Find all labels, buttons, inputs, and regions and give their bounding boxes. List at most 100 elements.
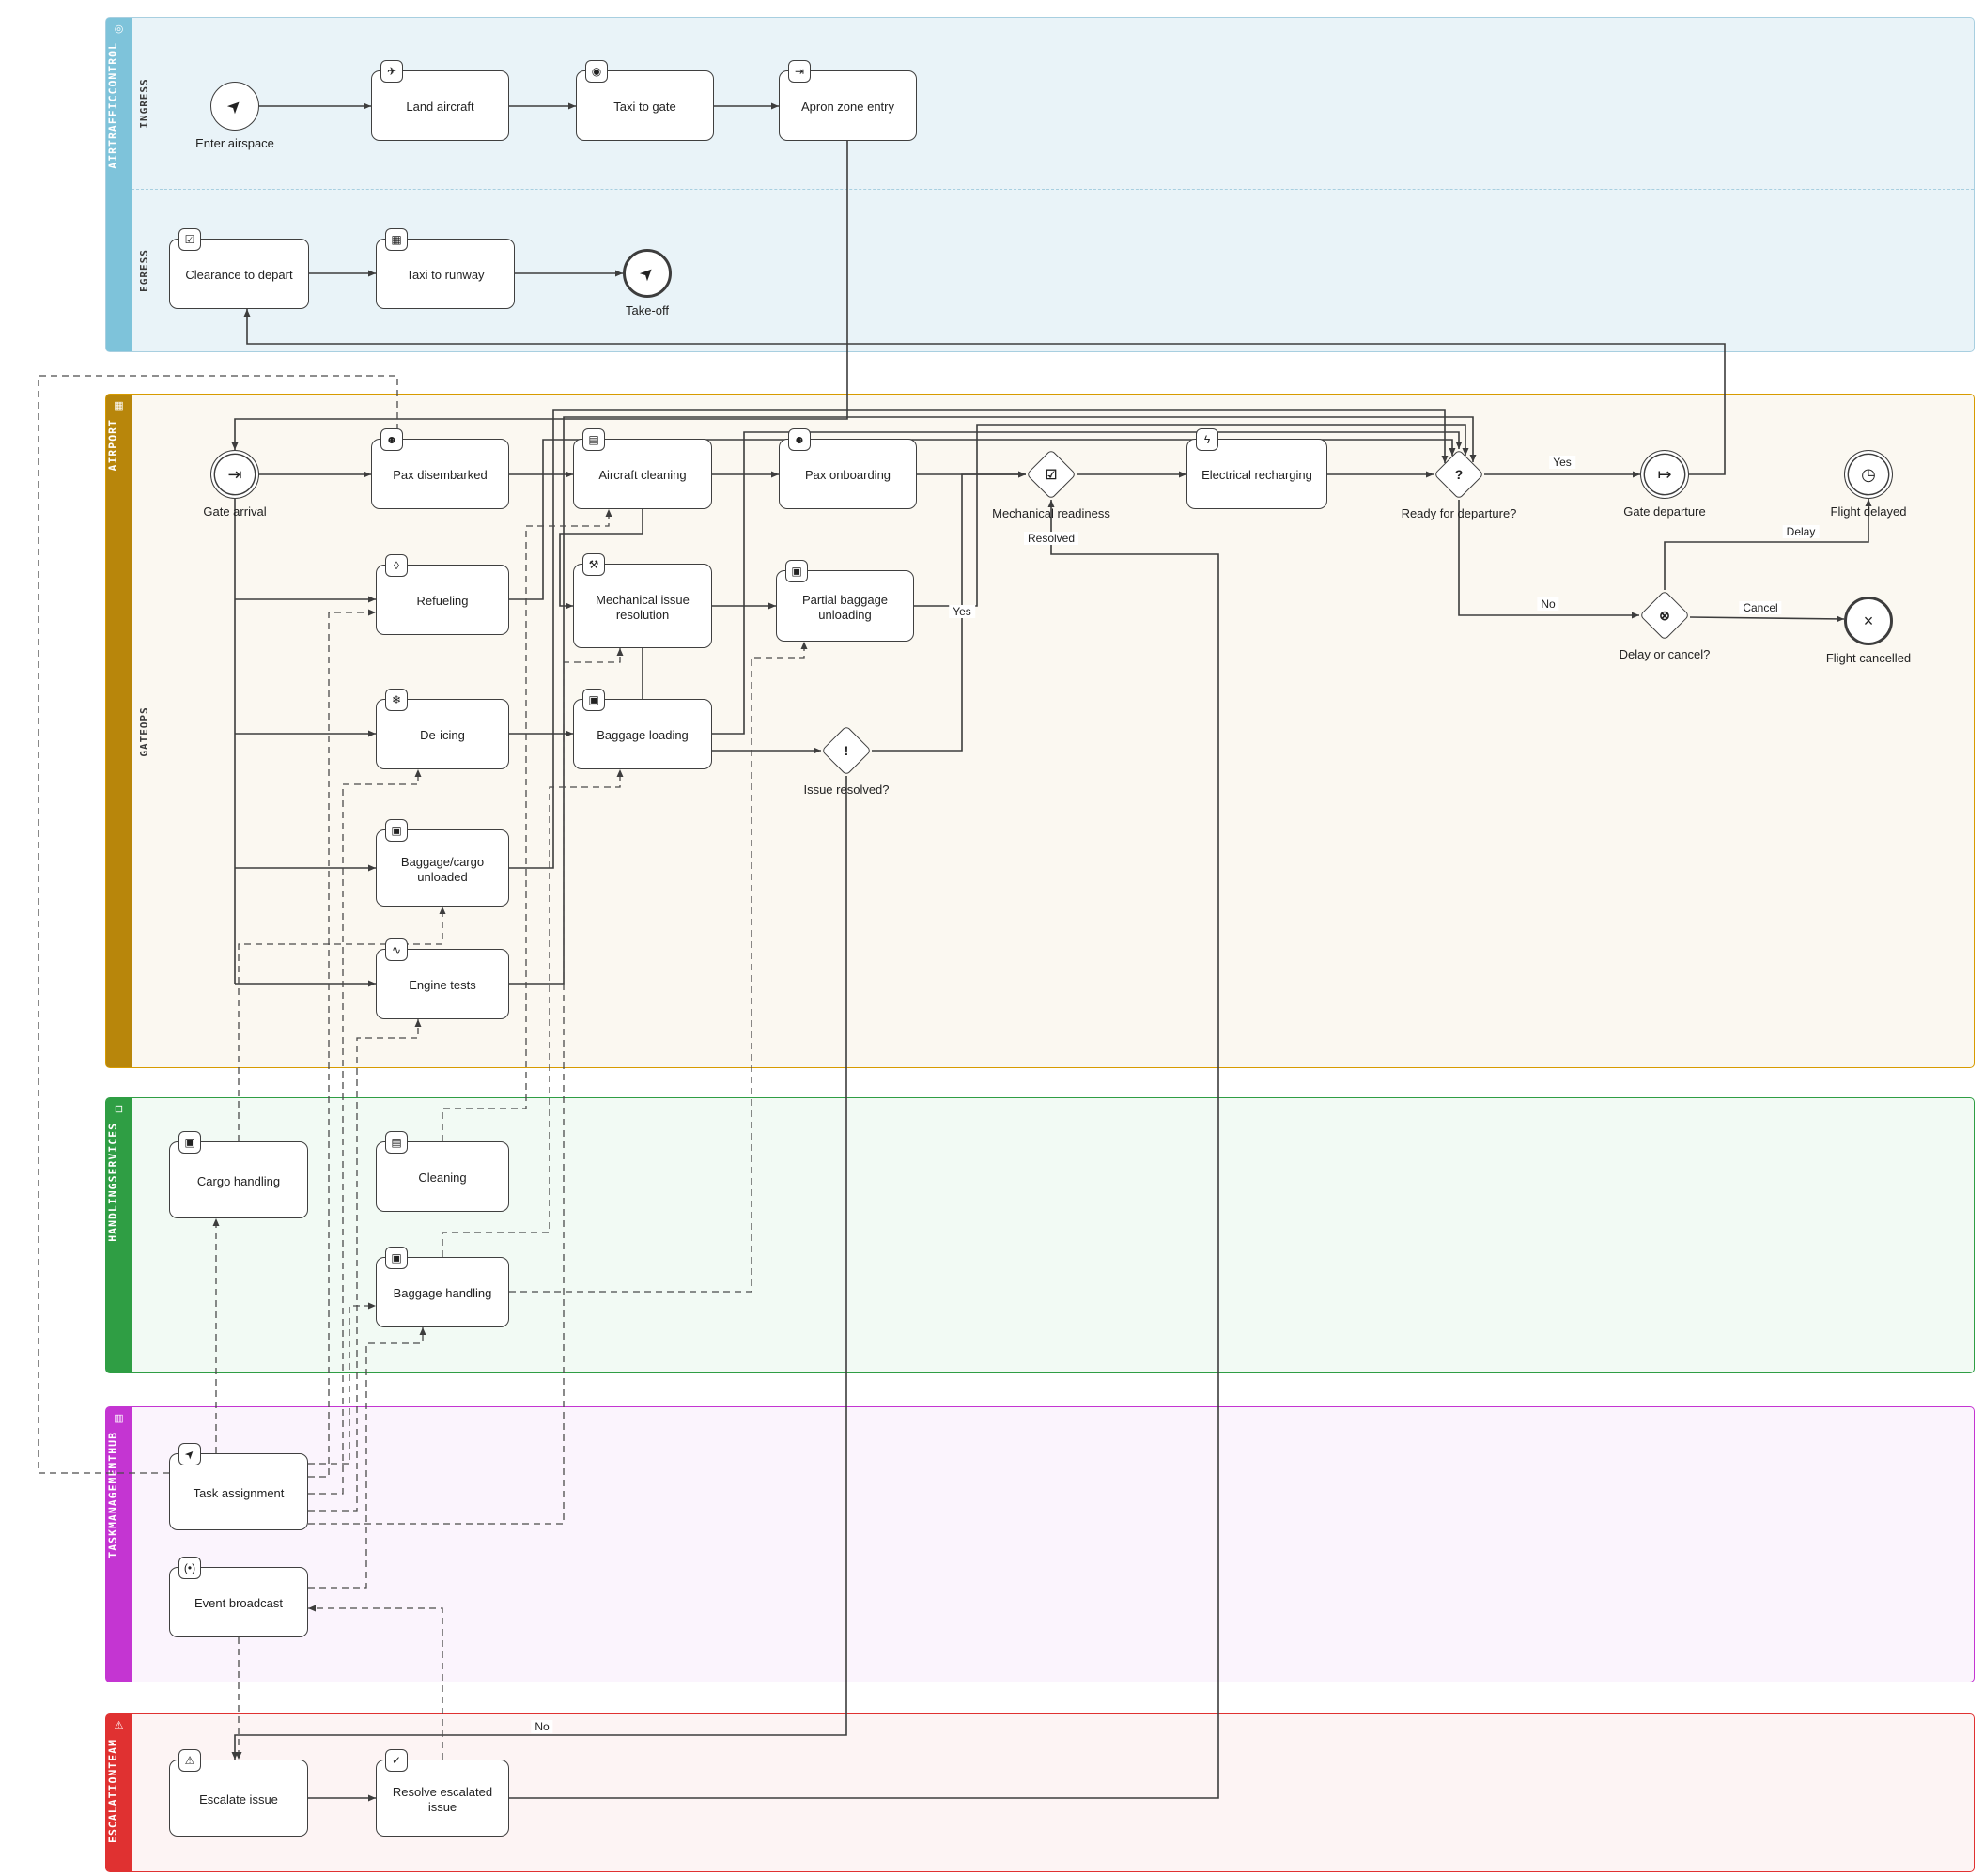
edge-label-23: No bbox=[531, 1720, 553, 1733]
task-label-escalate-issue: Escalate issue bbox=[199, 1791, 278, 1806]
check-icon: ✓ bbox=[385, 1749, 408, 1772]
event-label-gate-departure: Gate departure bbox=[1623, 504, 1706, 519]
task-mechanical-issue-resolution[interactable]: ⚒Mechanical issue resolution bbox=[573, 553, 712, 648]
task-pax-disembarked[interactable]: ☻Pax disembarked bbox=[371, 428, 509, 509]
gateway-label-mechanical-readiness: Mechanical readiness bbox=[992, 506, 1110, 520]
warning-icon: ⚠ bbox=[114, 1720, 124, 1731]
lane-label-ingress: INGRESS bbox=[138, 78, 150, 129]
task-pax-onboarding[interactable]: ☻Pax onboarding bbox=[779, 428, 917, 509]
event-flight-cancelled[interactable]: × bbox=[1844, 597, 1893, 645]
event-take-off[interactable]: ➤ bbox=[623, 249, 672, 298]
event-flight-delayed[interactable]: ◷ bbox=[1844, 450, 1893, 499]
task-partial-baggage-unloading[interactable]: ▣Partial baggage unloading bbox=[776, 560, 914, 642]
package-icon: ▣ bbox=[588, 693, 599, 706]
task-label-apron-zone-entry: Apron zone entry bbox=[800, 100, 894, 115]
cleaning-bin-icon: ▤ bbox=[391, 1136, 402, 1149]
event-enter-airspace[interactable]: ➤ bbox=[210, 82, 259, 131]
snowflake-icon: ❄ bbox=[385, 689, 408, 711]
task-label-clearance-to-depart: Clearance to depart bbox=[185, 268, 293, 283]
edge-label-18: Yes bbox=[1549, 456, 1575, 469]
pulse-icon: ∿ bbox=[391, 943, 402, 956]
task-cleaning[interactable]: ▤Cleaning bbox=[376, 1131, 509, 1212]
event-label-enter-airspace: Enter airspace bbox=[195, 136, 274, 150]
task-resolve-escalated-issue[interactable]: ✓Resolve escalated issue bbox=[376, 1749, 509, 1837]
battery-charge-icon: ϟ bbox=[1196, 428, 1218, 451]
package-icon: ▣ bbox=[791, 565, 802, 578]
check-square-icon: ☑ bbox=[1045, 466, 1058, 482]
snowflake-icon: ❄ bbox=[391, 693, 402, 706]
task-engine-tests[interactable]: ∿ Engine tests bbox=[376, 938, 509, 1019]
cancel-icon: × bbox=[1863, 612, 1874, 630]
plane-icon: ✈ bbox=[386, 65, 397, 78]
question-icon: ? bbox=[1454, 467, 1464, 482]
event-gate-arrival[interactable]: ⇥ bbox=[210, 450, 259, 499]
package-icon: ▣ bbox=[184, 1136, 195, 1149]
pool-label-handlingservices: HANDLINGSERVICES bbox=[106, 1123, 119, 1242]
check-square-icon: ☑ bbox=[184, 233, 195, 246]
broadcast-icon: (•) bbox=[183, 1561, 196, 1574]
task-event-broadcast[interactable]: (•)Event broadcast bbox=[169, 1557, 308, 1637]
edge-label-21: Cancel bbox=[1739, 601, 1782, 614]
event-gate-departure[interactable]: ↦ bbox=[1640, 450, 1689, 499]
battery-charge-icon: ϟ bbox=[1203, 433, 1211, 446]
gateway-label-delay-or-cancel: Delay or cancel? bbox=[1619, 647, 1711, 661]
event-label-flight-delayed: Flight delayed bbox=[1830, 504, 1907, 519]
event-label-flight-cancelled: Flight cancelled bbox=[1825, 651, 1912, 665]
wrench-icon: ⚒ bbox=[588, 558, 599, 571]
gateway-delay-or-cancel[interactable]: ⊗ bbox=[1639, 590, 1690, 641]
pool-taskmanagementhub[interactable]: ▥TASKMANAGEMENTHUB bbox=[105, 1406, 1975, 1682]
truck-icon: ⊟ bbox=[114, 1104, 124, 1115]
pool-band-escalationteam: ⚠ESCALATIONTEAM bbox=[106, 1714, 132, 1871]
gateway-mechanical-readiness[interactable]: ☑ bbox=[1026, 449, 1077, 500]
gateway-ready-for-departure[interactable]: ? bbox=[1434, 449, 1484, 500]
task-de-icing[interactable]: ❄De-icing bbox=[376, 689, 509, 769]
passenger-add-icon: ☻ bbox=[788, 428, 811, 451]
task-taxi-to-runway[interactable]: ▦Taxi to runway bbox=[376, 228, 515, 309]
task-land-aircraft[interactable]: ✈Land aircraft bbox=[371, 60, 509, 141]
radio-signal-icon: ◎ bbox=[114, 23, 124, 35]
exit-icon: ↦ bbox=[1657, 465, 1672, 484]
task-label-electrical-recharging: Electrical recharging bbox=[1201, 468, 1312, 483]
task-label-pax-disembarked: Pax disembarked bbox=[393, 468, 488, 483]
gateway-issue-resolved[interactable]: ! bbox=[821, 725, 872, 776]
package-icon: ▣ bbox=[385, 1247, 408, 1269]
task-label-taxi-to-runway: Taxi to runway bbox=[406, 268, 485, 283]
enter-zone-icon: ⇥ bbox=[227, 465, 242, 484]
task-label-refueling: Refueling bbox=[416, 594, 469, 609]
cancel-circle-icon: ⊗ bbox=[1659, 607, 1670, 623]
task-baggage-loading[interactable]: ▣ Baggage loading bbox=[573, 689, 712, 769]
task-task-assignment[interactable]: ➤Task assignment bbox=[169, 1443, 308, 1530]
task-label-taxi-to-gate: Taxi to gate bbox=[613, 100, 676, 115]
check-icon: ✓ bbox=[391, 1754, 402, 1767]
task-label-engine-tests: Engine tests bbox=[409, 978, 476, 993]
task-label-cargo-handling: Cargo handling bbox=[196, 1173, 281, 1188]
task-baggage-cargo-unloaded[interactable]: ▣Baggage/cargo unloaded bbox=[376, 819, 509, 907]
pool-label-taskmanagementhub: TASKMANAGEMENTHUB bbox=[106, 1432, 119, 1558]
wrench-icon: ⚒ bbox=[582, 553, 605, 576]
gateway-label-ready-for-departure: Ready for departure? bbox=[1401, 506, 1517, 520]
task-apron-zone-entry[interactable]: ⇥ Apron zone entry bbox=[779, 60, 917, 141]
task-taxi-to-gate[interactable]: ◉ Taxi to gate bbox=[576, 60, 714, 141]
lane-label-egress: EGRESS bbox=[138, 249, 150, 292]
lane-divider bbox=[132, 189, 1974, 190]
task-clearance-to-depart[interactable]: ☑ Clearance to depart bbox=[169, 228, 309, 309]
package-icon: ▣ bbox=[178, 1131, 201, 1154]
passenger-add-icon: ☻ bbox=[793, 433, 806, 446]
clock-icon: ◷ bbox=[1861, 465, 1876, 484]
task-label-baggage-handling: Baggage handling bbox=[393, 1286, 492, 1301]
task-label-baggage-cargo-unloaded: Baggage/cargo unloaded bbox=[400, 854, 485, 884]
task-baggage-handling[interactable]: ▣ Baggage handling bbox=[376, 1247, 509, 1327]
package-icon: ▣ bbox=[391, 1251, 402, 1264]
task-label-baggage-loading: Baggage loading bbox=[597, 728, 689, 743]
task-escalate-issue[interactable]: ⚠ Escalate issue bbox=[169, 1749, 308, 1837]
task-cargo-handling[interactable]: ▣ Cargo handling bbox=[169, 1131, 308, 1218]
fuel-drop-icon: ◊ bbox=[385, 554, 408, 577]
fuel-drop-icon: ◊ bbox=[394, 559, 399, 572]
pulse-icon: ∿ bbox=[385, 938, 408, 961]
task-refueling[interactable]: ◊ Refueling bbox=[376, 554, 509, 635]
warning-icon: ⚠ bbox=[184, 1754, 195, 1767]
location-pin-icon: ◉ bbox=[585, 60, 608, 83]
enter-zone-icon: ⇥ bbox=[794, 65, 805, 78]
task-aircraft-cleaning[interactable]: ▤Aircraft cleaning bbox=[573, 428, 712, 509]
